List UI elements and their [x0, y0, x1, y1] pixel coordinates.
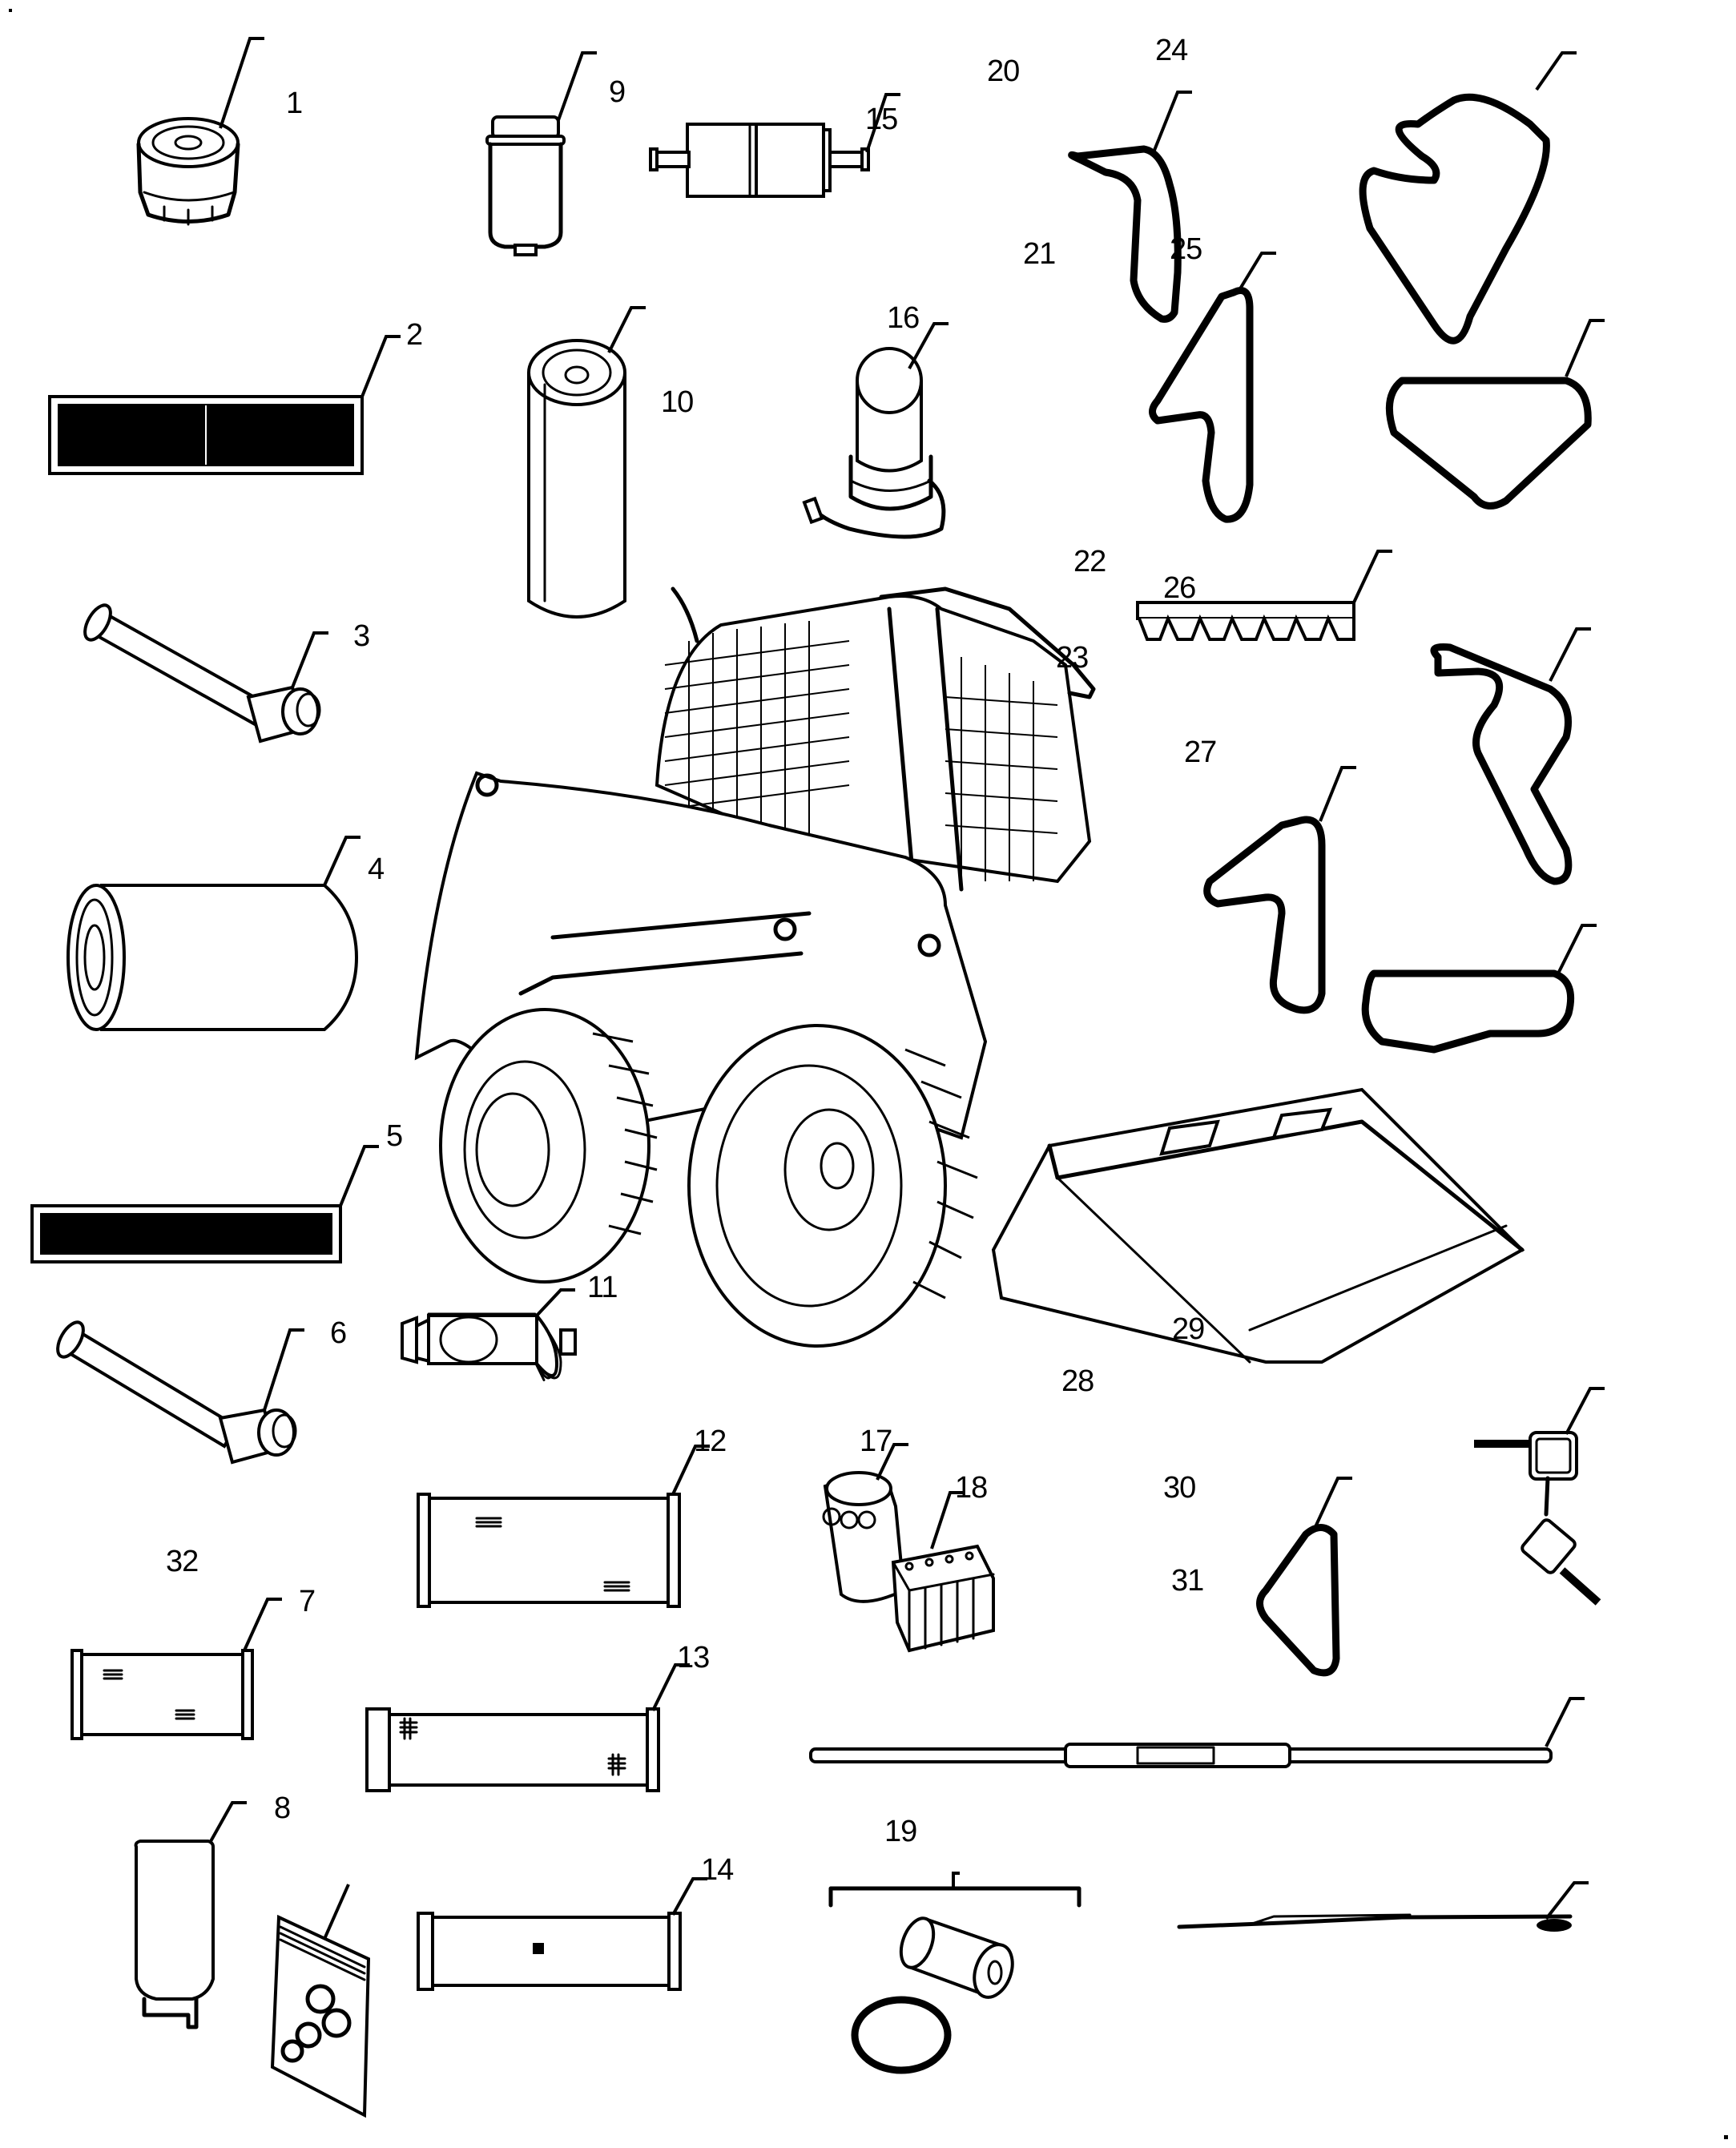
callout-15[interactable]: 15 — [865, 103, 898, 136]
callout-8[interactable]: 8 — [274, 1791, 291, 1825]
part-10-spin-on-filter-icon[interactable] — [527, 306, 646, 619]
callout-5[interactable]: 5 — [386, 1119, 403, 1153]
part-4-air-filter-icon[interactable] — [66, 836, 360, 1031]
part-16-beacon-light-icon[interactable] — [802, 322, 949, 539]
callout-19[interactable]: 19 — [884, 1815, 917, 1848]
part-30-wiper-blade-icon[interactable] — [809, 1697, 1585, 1768]
callout-17[interactable]: 17 — [860, 1425, 892, 1458]
callout-9[interactable]: 9 — [609, 75, 626, 109]
part-5-decal-icon[interactable] — [30, 1145, 379, 1263]
part-25-drive-belt-icon[interactable] — [1385, 319, 1605, 510]
part-9-fuel-filter-icon[interactable] — [485, 51, 597, 256]
part-15-inline-fuel-filter-icon[interactable] — [649, 93, 900, 198]
callout-1[interactable]: 1 — [286, 87, 303, 120]
part-11-fuel-water-separator-icon[interactable] — [401, 1288, 577, 1381]
callout-25[interactable]: 25 — [1170, 232, 1202, 266]
part-2-decal-icon[interactable] — [48, 335, 401, 475]
callout-31[interactable]: 31 — [1171, 1564, 1204, 1598]
callout-28[interactable]: 28 — [1061, 1364, 1094, 1398]
part-23-drive-belt-icon[interactable] — [1203, 766, 1356, 1014]
part-27-drive-belt-icon[interactable] — [1361, 924, 1597, 1054]
callout-7[interactable]: 7 — [299, 1585, 316, 1618]
callout-2[interactable]: 2 — [406, 318, 423, 352]
callout-24[interactable]: 24 — [1155, 34, 1188, 67]
callout-21[interactable]: 21 — [1023, 237, 1056, 271]
callout-4[interactable]: 4 — [368, 852, 385, 886]
part-18-battery-icon[interactable] — [891, 1491, 995, 1653]
callout-27[interactable]: 27 — [1184, 735, 1217, 769]
part-12-cab-air-filter-icon[interactable] — [417, 1445, 710, 1608]
part-1-oil-filter-icon[interactable] — [136, 37, 264, 226]
callout-22[interactable]: 22 — [1073, 545, 1106, 578]
callout-18[interactable]: 18 — [955, 1471, 988, 1505]
callout-26[interactable]: 26 — [1163, 571, 1196, 605]
callout-12[interactable]: 12 — [694, 1425, 727, 1458]
part-31-wiper-arm-icon[interactable] — [1177, 1881, 1589, 1932]
part-8-fuel-filter-icon[interactable] — [134, 1801, 247, 2029]
part-19-filter-kit-icon[interactable] — [828, 1872, 1081, 2074]
skid-steer-loader-illustration — [414, 586, 1525, 1364]
part-3-hydraulic-filter-icon[interactable] — [80, 601, 328, 744]
part-21-drive-belt-icon[interactable] — [1149, 252, 1277, 523]
callout-6[interactable]: 6 — [330, 1316, 347, 1350]
callout-14[interactable]: 14 — [701, 1853, 734, 1887]
callout-11[interactable]: 11 — [587, 1271, 618, 1304]
callout-3[interactable]: 3 — [353, 619, 370, 653]
callout-30[interactable]: 30 — [1163, 1471, 1196, 1505]
registration-mark — [1724, 2135, 1728, 2139]
callout-10[interactable]: 10 — [661, 385, 694, 419]
part-26-serpentine-belt-icon[interactable] — [1430, 627, 1591, 885]
part-6-hydraulic-filter-icon[interactable] — [53, 1318, 304, 1465]
callout-32[interactable]: 32 — [166, 1545, 199, 1578]
part-29-key-set-icon[interactable] — [1474, 1387, 1605, 1606]
part-22-ribbed-belt-icon[interactable] — [1136, 550, 1392, 641]
callout-13[interactable]: 13 — [677, 1641, 710, 1674]
part-20-drive-belt-icon[interactable] — [1068, 91, 1192, 323]
callout-16[interactable]: 16 — [887, 301, 920, 335]
part-28-drive-belt-icon[interactable] — [1256, 1477, 1353, 1677]
part-32-o-ring-kit-bag-icon[interactable] — [270, 1884, 371, 2118]
callout-23[interactable]: 23 — [1056, 641, 1089, 675]
registration-mark — [9, 9, 12, 12]
part-7-cab-air-filter-icon[interactable] — [70, 1598, 282, 1740]
part-17-oil-filter-icon[interactable] — [822, 1443, 908, 1603]
part-13-cab-air-filter-icon[interactable] — [365, 1663, 690, 1792]
callout-29[interactable]: 29 — [1172, 1312, 1205, 1346]
callout-20[interactable]: 20 — [987, 54, 1020, 88]
part-14-cab-air-filter-icon[interactable] — [417, 1877, 707, 1991]
part-24-serpentine-belt-icon[interactable] — [1359, 51, 1577, 345]
